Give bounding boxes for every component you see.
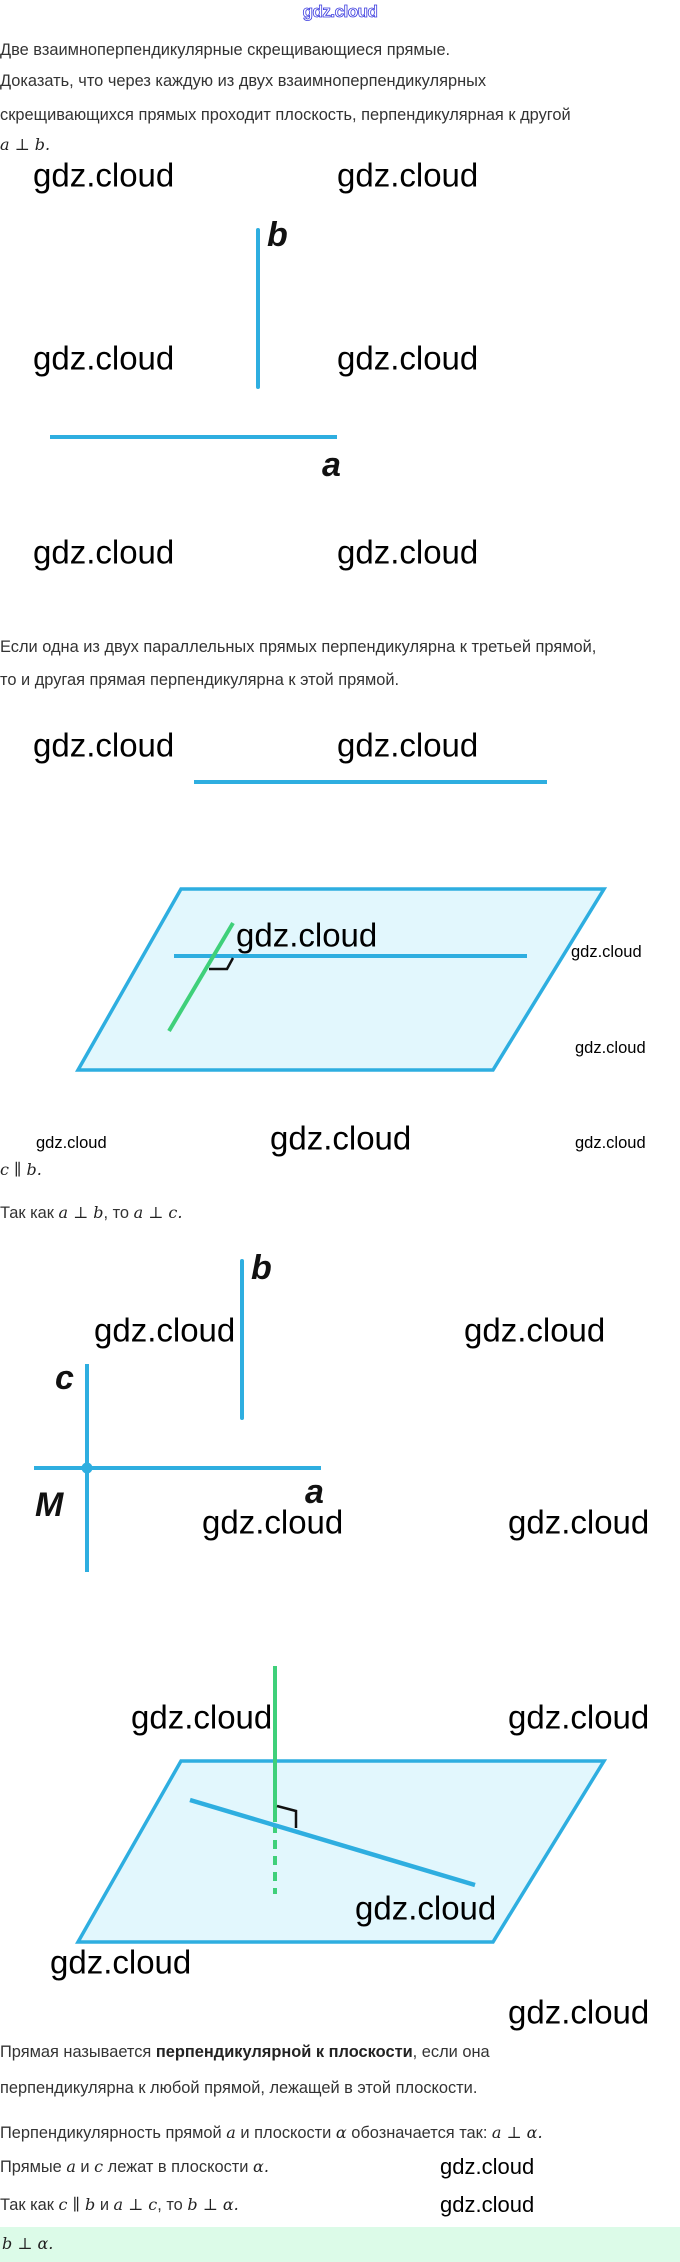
text: обозначается так:: [346, 2124, 492, 2142]
math: a ⊥ b: [58, 1203, 104, 1222]
watermark: gdz.cloud: [33, 533, 175, 571]
problem-line-3: скрещивающихся прямых проходит плоскость…: [0, 106, 571, 124]
math: .: [263, 2157, 269, 2176]
watermark: gdz.cloud: [131, 1698, 273, 1736]
step1-math: c ∥ b.: [0, 1160, 42, 1179]
math: a ⊥ c: [133, 1203, 178, 1222]
math: .: [177, 1203, 183, 1222]
watermark: gdz.cloud: [571, 942, 642, 961]
figure-1: [50, 228, 337, 439]
watermark: gdz.cloud: [575, 1133, 646, 1152]
math: .: [233, 2195, 239, 2214]
math: b ⊥ α: [187, 2195, 234, 2214]
problem-line-1: Две взаимноперпендикулярные скрещивающие…: [0, 41, 451, 59]
plane-alpha: [74, 1759, 608, 1944]
figure3-label-a: a: [305, 1473, 324, 1511]
conclusion-line: Так как c ∥ b и a ⊥ c, то b ⊥ α.: [0, 2195, 239, 2215]
watermark: gdz.cloud: [202, 1503, 344, 1541]
step1: c ∥ b.: [0, 1160, 42, 1180]
math: a ⊥ α: [491, 2123, 538, 2142]
watermark: gdz.cloud: [94, 1311, 236, 1349]
text: , если она: [412, 2043, 490, 2061]
watermark: gdz.cloud: [337, 339, 479, 377]
math: c ∥ b: [58, 2195, 96, 2214]
text: , то: [103, 1204, 134, 1222]
theorem-line-2: то и другая прямая перпендикулярна к это…: [0, 671, 400, 689]
watermark: gdz.cloud: [464, 1311, 606, 1349]
math: a: [226, 2123, 236, 2142]
given-math: a ⊥ b.: [0, 135, 51, 154]
site-logo[interactable]: gdz.cloud: [302, 2, 378, 22]
math: a: [66, 2157, 76, 2176]
step2: Так как a ⊥ b, то a ⊥ c.: [0, 1203, 182, 1223]
math: a ⊥ c: [113, 2195, 158, 2214]
watermark: gdz.cloud: [33, 339, 175, 377]
answer-box: b ⊥ α.: [0, 2227, 680, 2262]
text: Перпендикулярность прямой: [0, 2124, 227, 2142]
figure3-label-M: M: [35, 1486, 64, 1524]
definition-line-2: перпендикулярна к любой прямой, лежащей …: [0, 2079, 478, 2097]
answer: b ⊥ α.: [2, 2234, 53, 2254]
right-angle-mark: [209, 957, 235, 971]
text: лежат в плоскости: [103, 2158, 254, 2176]
definition-line-1: Прямая называется перпендикулярной к пло…: [0, 2042, 490, 2062]
watermark: gdz.cloud: [440, 2154, 535, 2179]
watermark: gdz.cloud: [236, 916, 378, 954]
text: и: [75, 2158, 95, 2176]
text: , то: [157, 2196, 188, 2214]
text: Прямые: [0, 2158, 67, 2176]
answer-math: b ⊥ α.: [2, 2234, 54, 2253]
watermark: gdz.cloud: [440, 2192, 535, 2217]
definition-term: перпендикулярной к плоскости: [155, 2043, 413, 2061]
watermark: gdz.cloud: [50, 1943, 192, 1981]
watermark: gdz.cloud: [33, 156, 175, 194]
text: и: [95, 2196, 114, 2214]
math: .: [537, 2123, 543, 2142]
line-green: [167, 921, 235, 1033]
watermark: gdz.cloud: [36, 1133, 107, 1152]
watermark: gdz.cloud: [337, 533, 479, 571]
watermark: gdz.cloud: [33, 726, 175, 764]
watermark: gdz.cloud: [355, 1889, 497, 1927]
text: Так как: [0, 2196, 59, 2214]
problem-given: a ⊥ b.: [0, 135, 50, 155]
watermark: gdz.cloud: [508, 1503, 650, 1541]
lie-line: Прямые a и c лежат в плоскости α.: [0, 2157, 269, 2177]
theorem-line-1: Если одна из двух параллельных прямых пе…: [0, 638, 597, 656]
text: Прямая называется: [0, 2043, 156, 2061]
right-angle-mark: [276, 1804, 298, 1828]
line-in-plane: [189, 1797, 476, 1888]
watermark: gdz.cloud: [337, 726, 479, 764]
watermark: gdz.cloud: [270, 1119, 412, 1157]
watermark: gdz.cloud: [337, 156, 479, 194]
text: Так как: [0, 1204, 59, 1222]
problem-line-2: Доказать, что через каждую из двух взаим…: [0, 72, 487, 90]
math: α: [253, 2157, 264, 2176]
point-M: [81, 1462, 93, 1474]
figure3-label-b: b: [251, 1249, 272, 1287]
figure1-label-b: b: [267, 216, 288, 254]
math: α: [335, 2123, 347, 2142]
math: c: [94, 2157, 104, 2176]
figure3-label-c: c: [55, 1359, 74, 1397]
figure1-label-a: a: [322, 446, 341, 484]
watermark: gdz.cloud: [508, 1993, 650, 2031]
notation-line: Перпендикулярность прямой a и плоскости …: [0, 2123, 543, 2143]
text: и плоскости: [235, 2124, 336, 2142]
watermark: gdz.cloud: [508, 1698, 650, 1736]
watermark: gdz.cloud: [575, 1038, 646, 1057]
